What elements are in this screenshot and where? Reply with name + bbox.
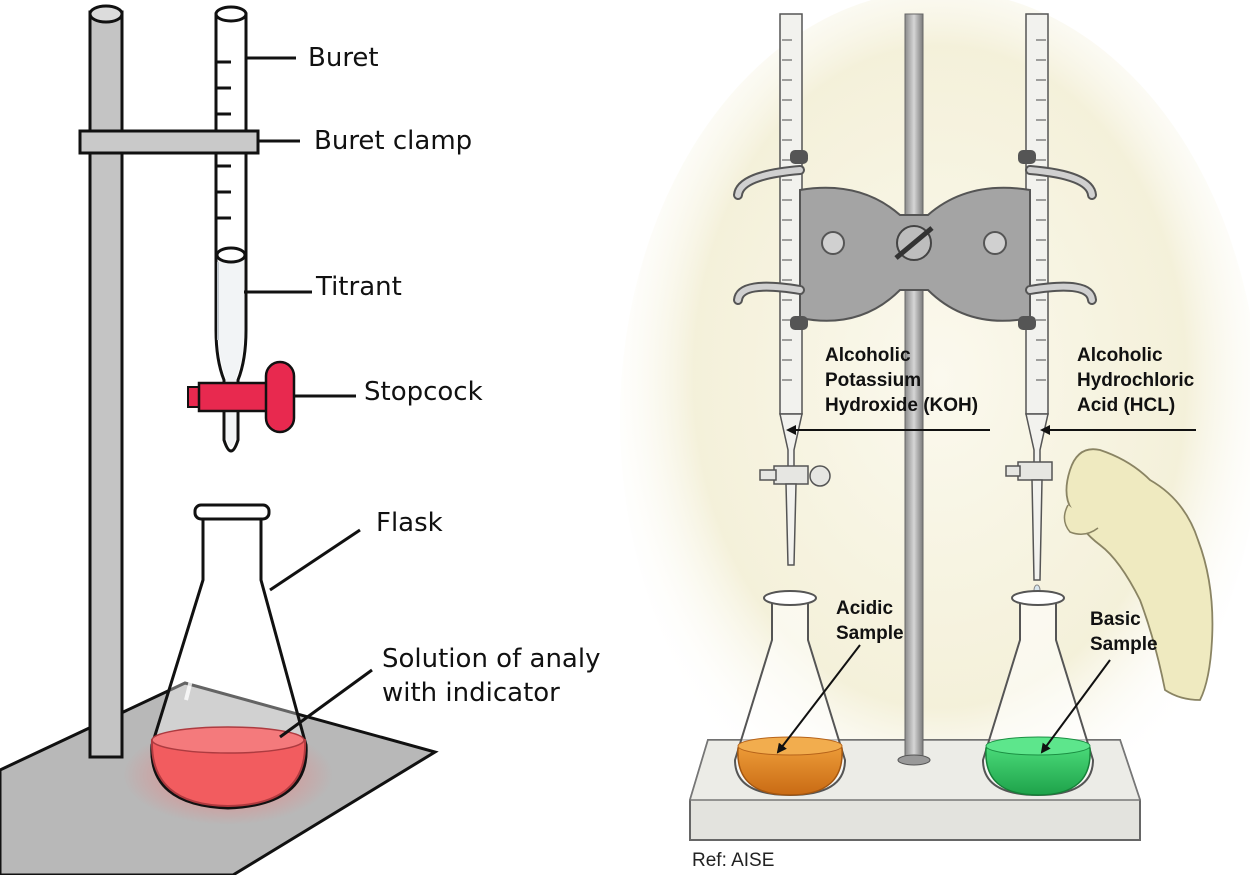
flask-solution-surface — [151, 726, 305, 754]
label-buret: Buret — [308, 43, 379, 73]
stand-rod-top — [88, 4, 124, 24]
reference-caption: Ref: AISE — [692, 850, 774, 871]
label-koh-line1: Alcoholic — [825, 345, 911, 366]
label-solution-line2: with indicator — [382, 678, 560, 708]
flask-lip — [193, 503, 271, 521]
illustrated-titration-diagram: Alcoholic Potassium Hydroxide (KOH) Alco… — [612, 0, 1250, 875]
hand-finger — [1063, 504, 1099, 535]
stopcock — [187, 360, 296, 434]
label-basic-line1: Basic — [1090, 609, 1141, 630]
left-buret — [759, 13, 831, 566]
basic-flask — [981, 590, 1095, 797]
hand-illustration — [1065, 448, 1214, 701]
label-koh-line2: Potassium — [825, 370, 921, 391]
label-arrows — [776, 425, 1196, 754]
buret-top-rim — [214, 5, 248, 23]
label-hcl-line2: Hydrochloric — [1077, 370, 1195, 391]
titrant-liquid — [218, 256, 244, 447]
acidic-flask — [733, 590, 847, 797]
background-glow — [620, 0, 1250, 850]
label-titrant: Titrant — [315, 272, 402, 302]
titrant-meniscus — [215, 246, 247, 264]
cartoon-titration-diagram: Buret Buret clamp Titrant Stopcock Flask… — [0, 0, 612, 875]
label-solution-line1: Solution of analy — [382, 644, 600, 674]
cartoon-titration-svg: Buret Buret clamp Titrant Stopcock Flask… — [0, 4, 600, 875]
center-rod-foot — [897, 754, 931, 766]
label-flask: Flask — [376, 508, 443, 538]
label-hcl-line1: Alcoholic — [1077, 345, 1163, 366]
illustrated-titration-svg: Alcoholic Potassium Hydroxide (KOH) Alco… — [620, 0, 1250, 871]
label-koh-line3: Hydroxide (KOH) — [825, 395, 978, 416]
leader-lines — [244, 56, 373, 739]
label-hcl-line3: Acid (HCL) — [1077, 395, 1175, 416]
right-buret — [1005, 13, 1053, 596]
double-buret-clamp — [733, 150, 1097, 330]
stand-rod — [88, 10, 124, 759]
label-buret-clamp: Buret clamp — [314, 126, 472, 156]
label-basic-line2: Sample — [1090, 634, 1158, 655]
flask-highlight — [184, 604, 212, 701]
buret-clamp — [78, 129, 260, 155]
label-acidic-line2: Sample — [836, 623, 904, 644]
label-acidic-line1: Acidic — [836, 598, 893, 619]
label-stopcock: Stopcock — [364, 377, 483, 407]
